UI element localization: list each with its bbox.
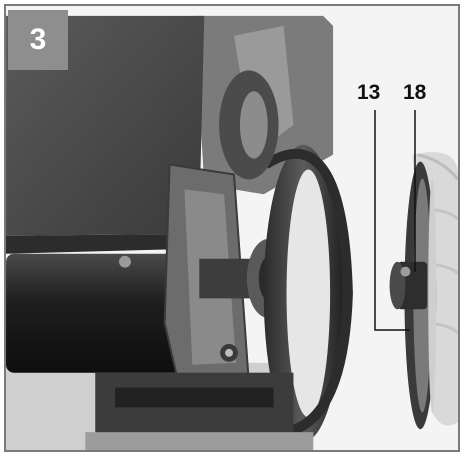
figure-frame [4, 4, 460, 452]
figure-number-badge: 3 [8, 10, 68, 70]
callout-label-18: 18 [403, 81, 427, 104]
callout-leader-lines [374, 110, 416, 331]
machine-photo [6, 6, 458, 450]
callout-label-13: 13 [357, 81, 381, 104]
